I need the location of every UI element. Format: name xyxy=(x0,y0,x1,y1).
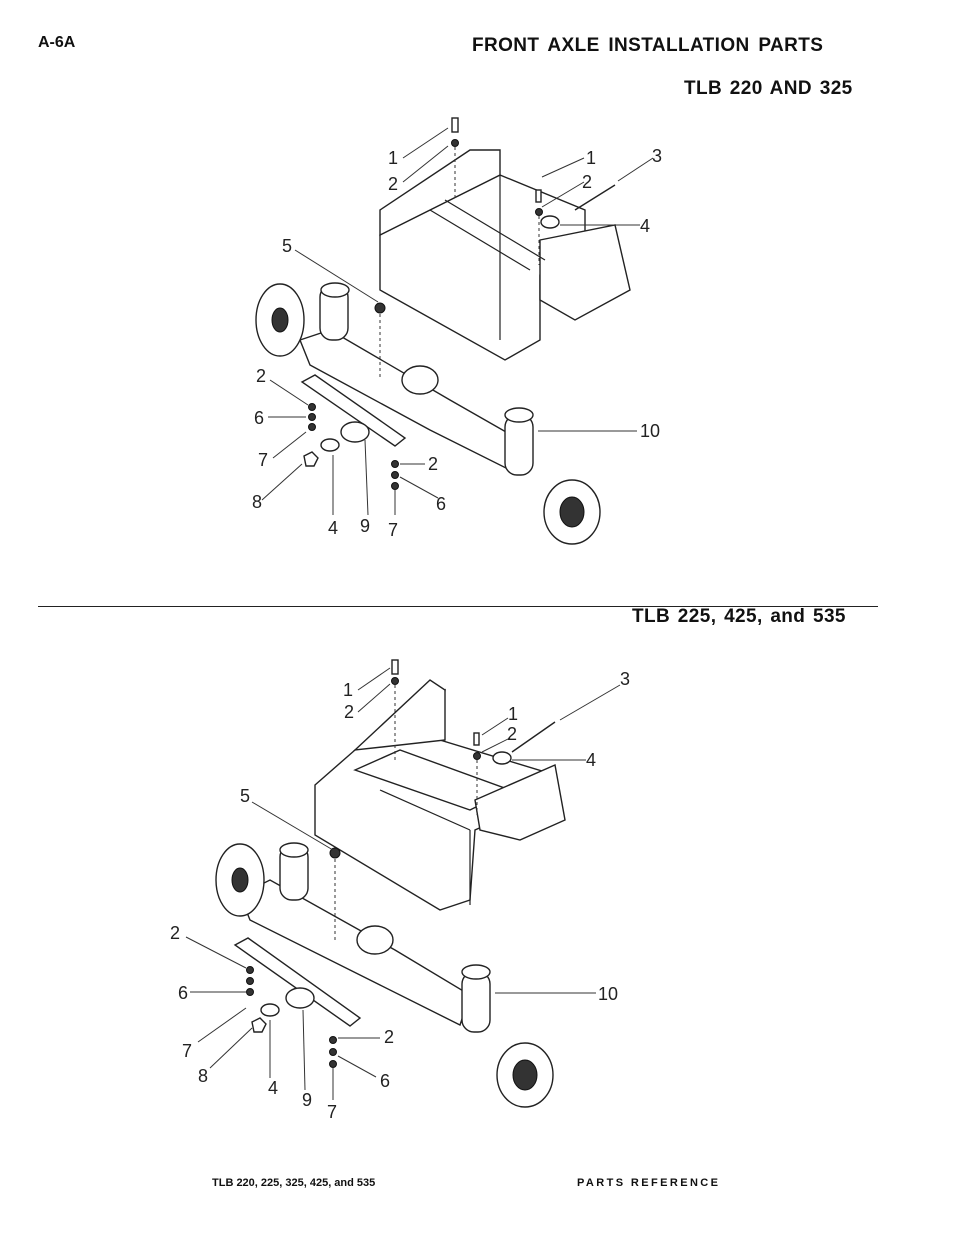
callout-2-washer: 2 xyxy=(507,724,517,744)
callout-6-lock-washer: 6 xyxy=(436,494,446,514)
callout-2-washer: 2 xyxy=(582,172,592,192)
callout-5-nut: 5 xyxy=(240,786,250,806)
callout-leaders xyxy=(185,667,621,1100)
callout-1-bolt: 1 xyxy=(388,148,398,168)
callout-2-washer: 2 xyxy=(384,1027,394,1047)
hardware xyxy=(246,659,556,1068)
axle-assembly xyxy=(215,842,554,1108)
callout-9-pivot-bracket: 9 xyxy=(302,1090,312,1110)
callout-6-lock-washer: 6 xyxy=(380,1071,390,1091)
callout-6-lock-washer: 6 xyxy=(178,983,188,1003)
callout-8-nut: 8 xyxy=(252,492,262,512)
callout-7-nut: 7 xyxy=(182,1041,192,1061)
page-title: FRONT AXLE INSTALLATION PARTS xyxy=(472,35,824,56)
callout-10-front-axle: 10 xyxy=(640,421,660,441)
callout-2-washer: 2 xyxy=(428,454,438,474)
callout-7-nut: 7 xyxy=(327,1102,337,1122)
callout-2-washer: 2 xyxy=(388,174,398,194)
callout-7-nut: 7 xyxy=(258,450,268,470)
page-code: A-6A xyxy=(38,34,76,51)
footer-reference: PARTS REFERENCE xyxy=(577,1177,721,1189)
callout-6-lock-washer: 6 xyxy=(254,408,264,428)
section-title-tlb-220-325: TLB 220 AND 325 xyxy=(684,78,853,99)
frame-bracket xyxy=(379,149,631,361)
callout-2-washer: 2 xyxy=(170,923,180,943)
section-divider xyxy=(38,606,878,607)
frame-bracket xyxy=(314,679,566,911)
callout-1-bolt: 1 xyxy=(343,680,353,700)
callout-numbers: 1 2 1 2 3 4 5 2 6 7 8 4 9 7 6 2 10 xyxy=(252,146,662,540)
callout-5-nut: 5 xyxy=(282,236,292,256)
callout-4-thrust-washer: 4 xyxy=(640,216,650,236)
callout-9-pivot-bracket: 9 xyxy=(360,516,370,536)
callout-7-nut: 7 xyxy=(388,520,398,540)
axle-assembly xyxy=(255,282,601,545)
callout-1-bolt: 1 xyxy=(508,704,518,724)
section-title-tlb-225-425-535: TLB 225, 425, and 535 xyxy=(632,606,846,627)
callout-4-thrust-washer: 4 xyxy=(586,750,596,770)
callout-3-pivot-bolt: 3 xyxy=(620,669,630,689)
footer-models: TLB 220, 225, 325, 425, and 535 xyxy=(212,1177,376,1189)
callout-numbers: 1 2 1 2 3 4 5 2 6 7 8 4 9 7 6 2 10 xyxy=(170,669,630,1122)
callout-2-washer: 2 xyxy=(256,366,266,386)
callout-8-nut: 8 xyxy=(198,1066,208,1086)
callout-4-thrust-washer: 4 xyxy=(268,1078,278,1098)
callout-3-pivot-bolt: 3 xyxy=(652,146,662,166)
callout-4-thrust-washer: 4 xyxy=(328,518,338,538)
callout-2-washer: 2 xyxy=(344,702,354,722)
callout-10-front-axle: 10 xyxy=(598,984,618,1004)
hardware xyxy=(303,117,616,490)
exploded-diagram-tlb-220-325: 1 2 1 2 3 4 5 2 6 7 8 4 9 7 6 2 10 xyxy=(252,117,662,545)
callout-leaders xyxy=(261,127,654,516)
callout-1-bolt: 1 xyxy=(586,148,596,168)
